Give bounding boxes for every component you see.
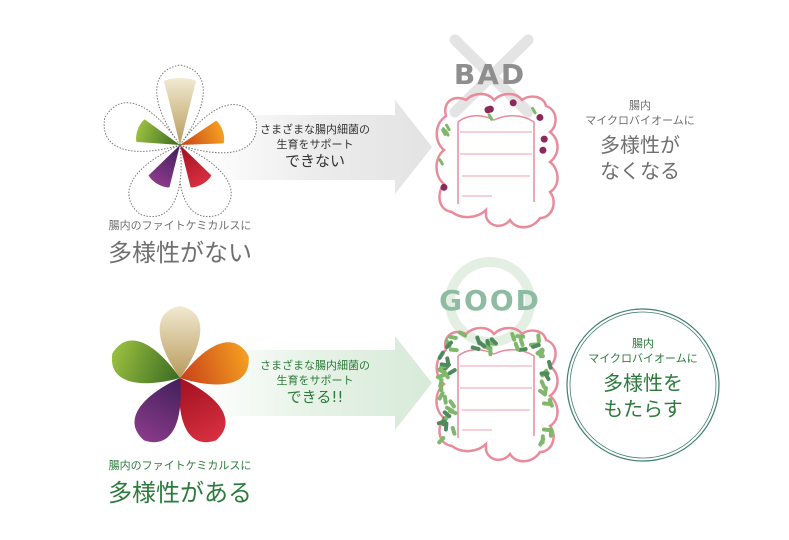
petal bbox=[159, 306, 201, 378]
good-bacteria-icon bbox=[539, 379, 547, 390]
good-result-text: 腸内 マイクロバイオームに 多様性を もたらす bbox=[588, 337, 698, 421]
good-bacteria-icon bbox=[444, 340, 454, 349]
good-bacteria-icon bbox=[535, 350, 545, 359]
good-bacteria-icon bbox=[448, 347, 459, 353]
good-bacteria-icon bbox=[477, 340, 487, 349]
good-bacteria-icon bbox=[531, 342, 541, 349]
good-bacteria-icon bbox=[489, 337, 498, 346]
bad-flower bbox=[103, 64, 257, 217]
good-intestine bbox=[435, 326, 559, 463]
good-bacteria-icon bbox=[442, 394, 448, 405]
bacteria-icon bbox=[445, 123, 451, 132]
bad-bacteria-icon bbox=[539, 146, 547, 154]
good-bacteria-icon bbox=[470, 345, 481, 352]
good-bacteria-icon bbox=[518, 337, 525, 347]
bad-caption: 腸内のファイトケミカルスに 多様性がない bbox=[108, 219, 252, 267]
good-result-circle bbox=[566, 308, 720, 462]
good-bacteria-icon bbox=[437, 350, 445, 360]
bacteria-icon bbox=[531, 106, 537, 115]
good-bacteria-icon bbox=[447, 368, 457, 376]
petal bbox=[179, 378, 226, 443]
good-arrow-text: さまざまな腸内細菌の生育をサポート できる!! bbox=[260, 359, 370, 406]
good-bacteria-icon bbox=[457, 330, 468, 338]
good-flower bbox=[111, 306, 249, 443]
petal bbox=[179, 104, 257, 154]
bad-bacteria-icon bbox=[440, 183, 448, 191]
good-bacteria-icon bbox=[439, 362, 450, 368]
good-bacteria-icon bbox=[448, 399, 456, 409]
good-bacteria-icon bbox=[450, 425, 457, 436]
petal bbox=[111, 340, 180, 384]
good-bacteria-icon bbox=[437, 435, 446, 445]
good-bacteria-icon bbox=[439, 382, 444, 393]
good-bacteria-icon bbox=[547, 359, 553, 370]
good-caption: 腸内のファイトケミカルスに 多様性がある bbox=[108, 459, 252, 507]
petal bbox=[156, 64, 204, 146]
good-bacteria-icon bbox=[540, 434, 545, 445]
bad-bacteria-icon bbox=[484, 106, 492, 114]
bad-bacteria-icon bbox=[540, 135, 548, 143]
bad-bacteria-icon bbox=[509, 99, 517, 107]
good-bacteria-icon bbox=[517, 347, 528, 352]
good-label: GOOD bbox=[439, 284, 541, 317]
bacteria-icon bbox=[438, 158, 444, 166]
good-bacteria-icon bbox=[541, 427, 552, 433]
good-bacteria-icon bbox=[443, 421, 449, 432]
good-bacteria-icon bbox=[437, 391, 445, 401]
good-bacteria-icon bbox=[547, 397, 554, 408]
bacteria-icon bbox=[487, 113, 494, 121]
good-bacteria-icon bbox=[436, 419, 447, 426]
petal bbox=[178, 144, 232, 217]
good-bacteria-icon bbox=[447, 409, 458, 415]
petal bbox=[180, 342, 249, 385]
petal bbox=[128, 144, 182, 217]
good-bacteria-icon bbox=[447, 334, 458, 340]
good-bacteria-icon bbox=[536, 333, 541, 344]
good-bacteria-icon bbox=[435, 373, 446, 380]
bad-arrow-text: さまざまな腸内細菌の生育をサポート できない bbox=[260, 123, 370, 170]
good-bacteria-icon bbox=[543, 371, 551, 382]
bacteria-icon bbox=[441, 127, 448, 135]
petal bbox=[134, 378, 181, 443]
good-bacteria-icon bbox=[515, 334, 526, 339]
bad-result-text: 腸内 マイクロバイオームに 多様性が なくなる bbox=[585, 99, 695, 183]
good-bacteria-icon bbox=[442, 370, 450, 380]
good-arrow bbox=[200, 336, 432, 430]
good-bacteria-icon bbox=[510, 332, 517, 342]
bad-bacteria-icon bbox=[536, 113, 544, 121]
bad-label: BAD bbox=[453, 58, 527, 91]
good-bacteria-icon bbox=[442, 410, 452, 419]
bad-arrow bbox=[200, 100, 432, 194]
good-bacteria-icon bbox=[542, 386, 548, 397]
good-bacteria-icon bbox=[513, 341, 520, 352]
petal bbox=[103, 102, 181, 152]
bad-intestine bbox=[435, 92, 559, 229]
